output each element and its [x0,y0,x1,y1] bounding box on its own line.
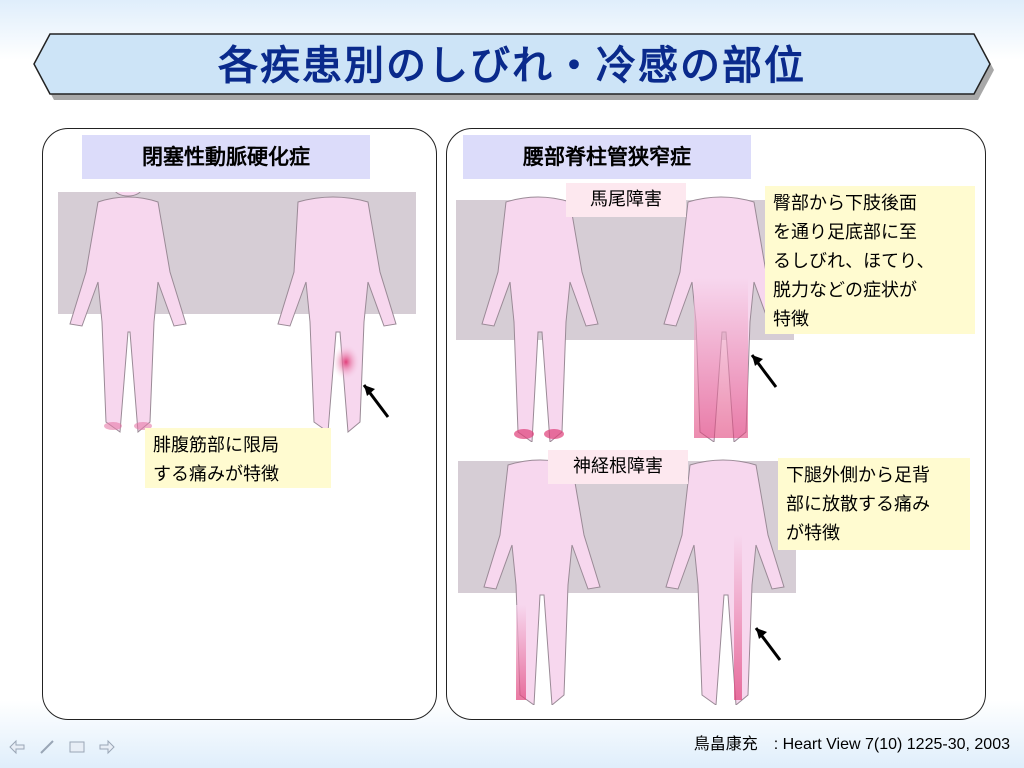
root-label: 神経根障害 [548,450,688,484]
body-figure-cauda [456,196,794,442]
slide-title: 各疾患別のしびれ・冷感の部位 [218,43,806,89]
arrow-right-icon[interactable] [98,738,116,756]
cauda-note: 臀部から下肢後面 を通り足底部に至 るしびれ、ほてり、 脱力などの症状が 特徴 [765,186,975,334]
title-banner [33,33,994,100]
body-figure-root [458,459,796,705]
cauda-label: 馬尾障害 [566,183,686,217]
left-panel-note: 腓腹筋部に限局 する痛みが特徴 [145,428,331,488]
right-panel-title: 腰部脊柱管狭窄症 [463,135,751,179]
arrow-left-icon[interactable] [8,738,26,756]
menu-icon[interactable] [68,738,86,756]
body-figure-left [58,192,416,434]
left-panel-title: 閉塞性動脈硬化症 [82,135,370,179]
root-note: 下腿外側から足背 部に放散する痛み が特徴 [778,458,970,550]
citation: 鳥畠康充 : Heart View 7(10) 1225-30, 2003 [693,736,1010,753]
slide-navigation [8,738,116,756]
pen-icon[interactable] [38,738,56,756]
